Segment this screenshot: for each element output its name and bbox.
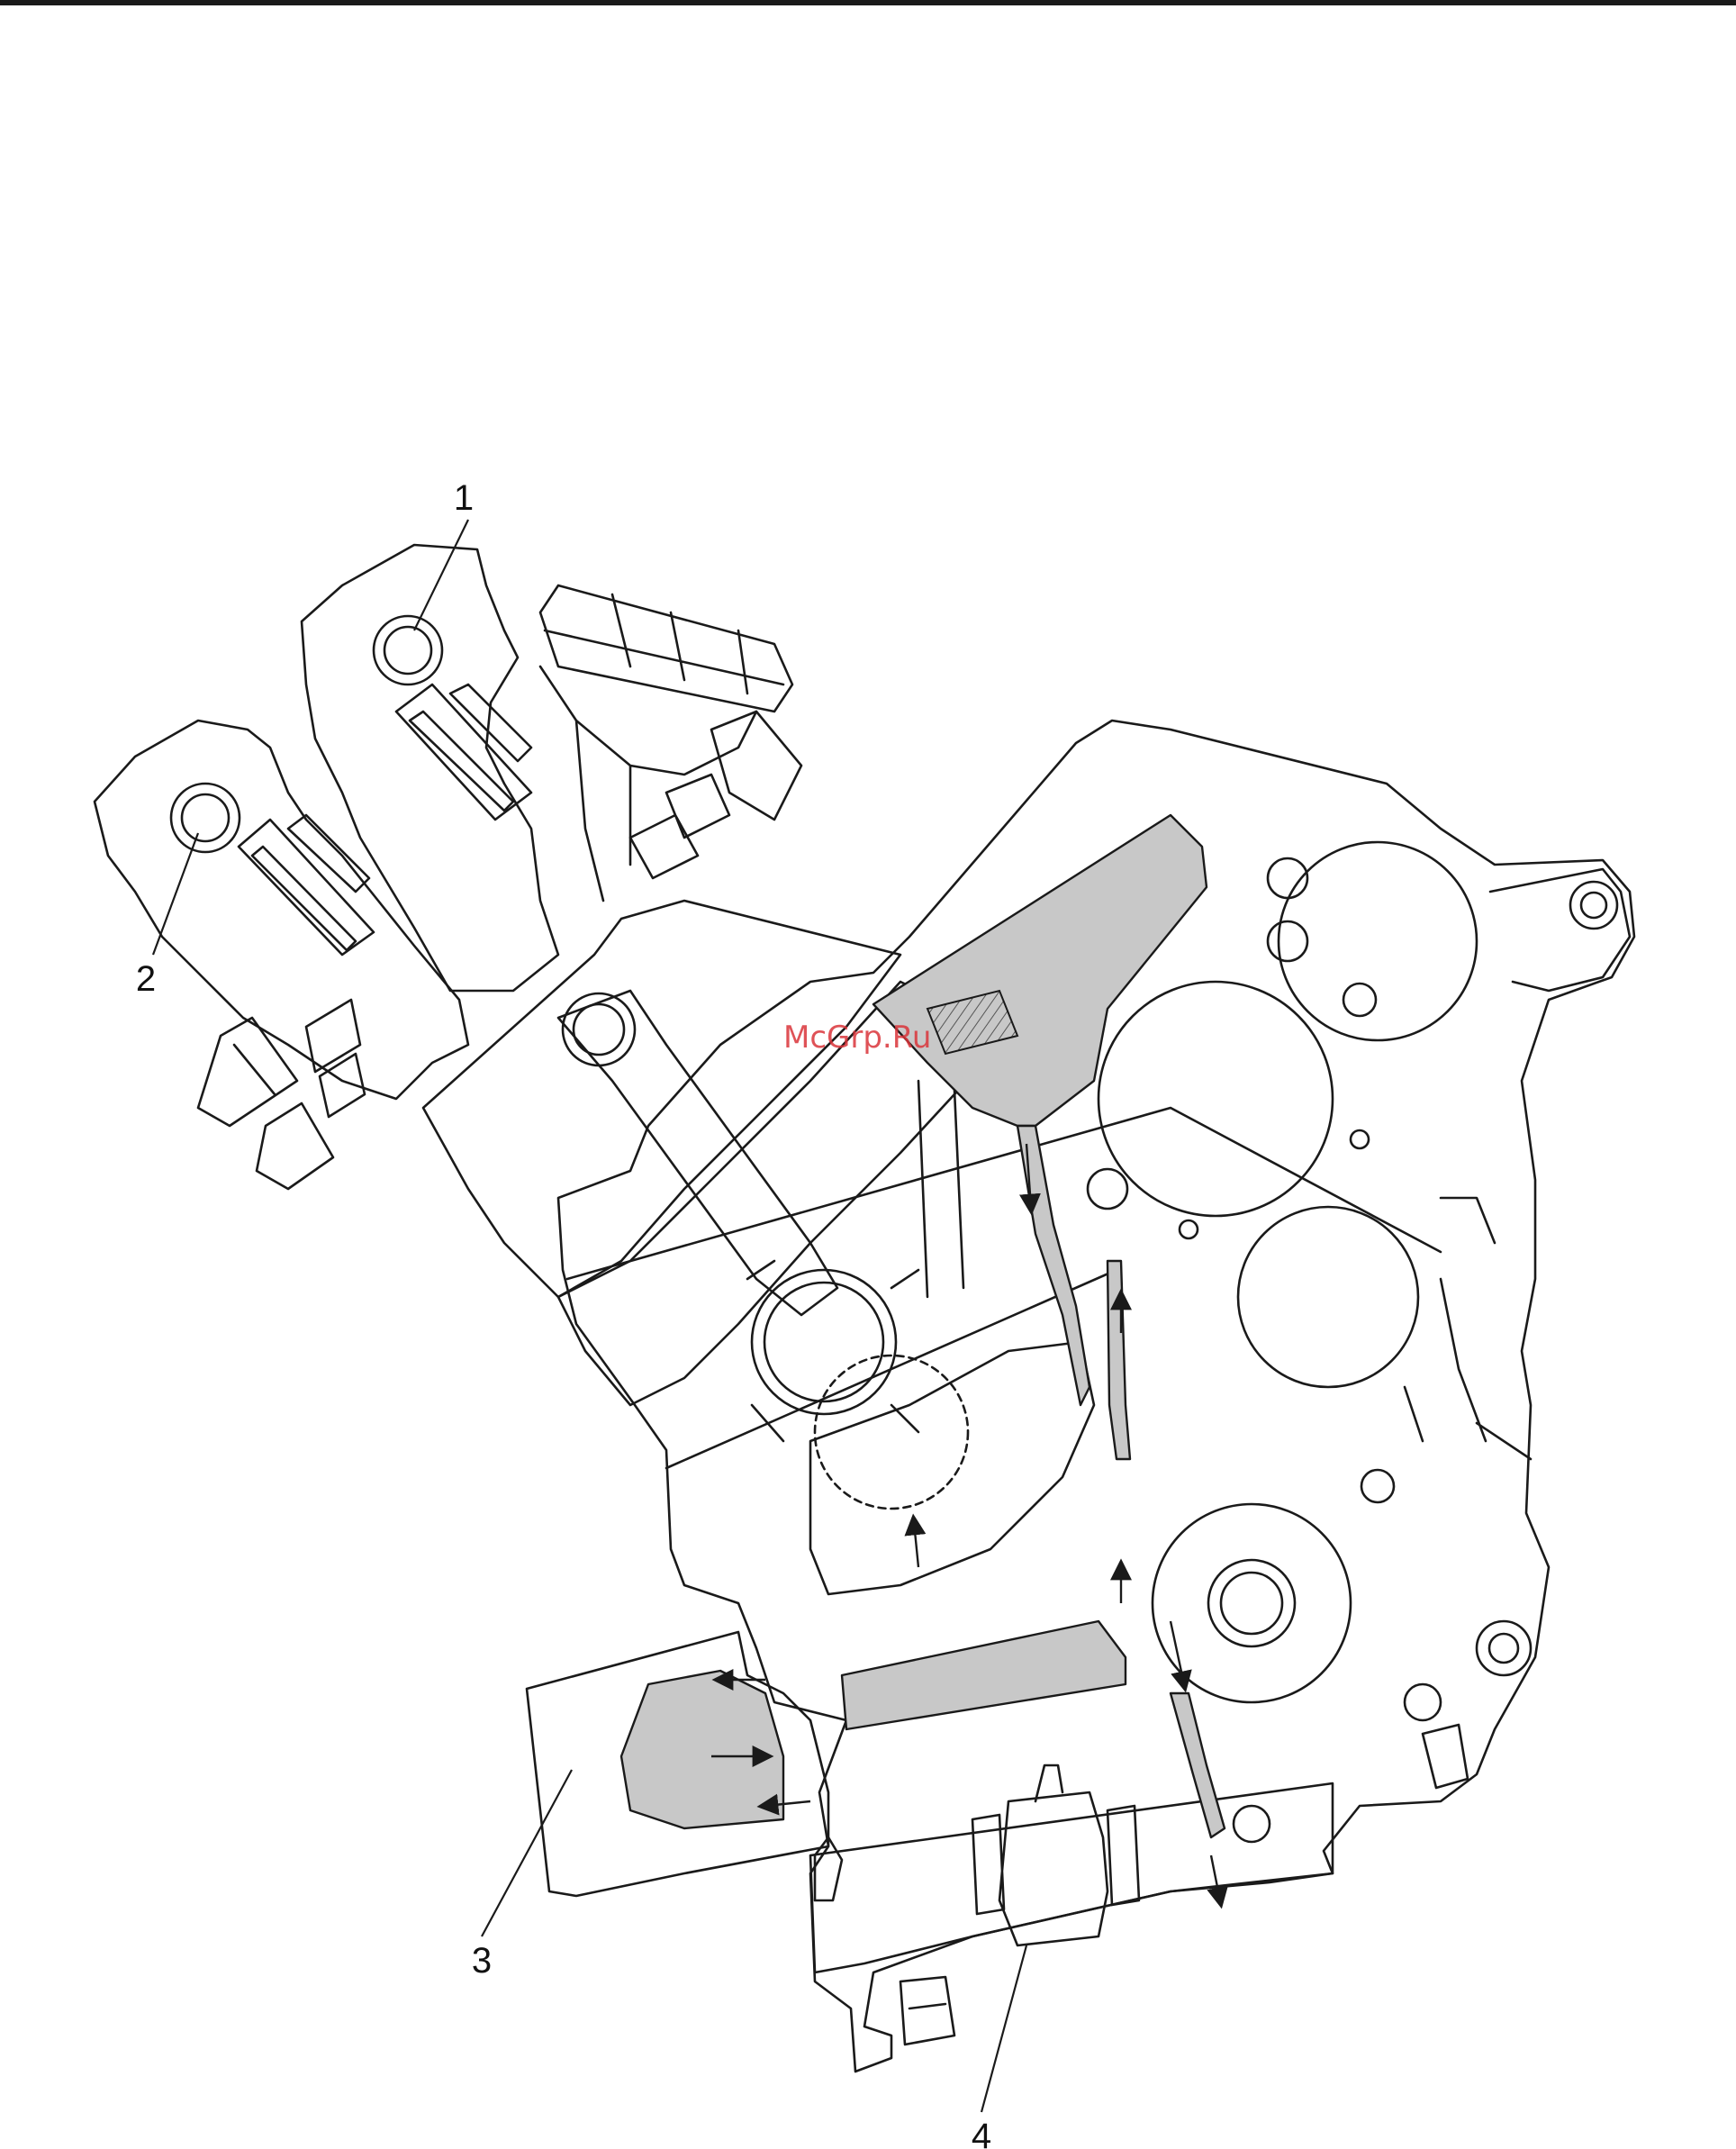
crankpin [752,1270,896,1414]
callout-4: 4 [972,2117,991,2149]
callout-1: 1 [454,478,474,518]
bore-large-upper [1099,982,1333,1216]
leader-line-4 [981,1945,1026,2112]
flow-arrow-up-crank [914,1522,918,1567]
bore-large-lower [1238,1207,1418,1387]
flow-arrow-return-2 [1211,1855,1220,1900]
intake-sensor [630,712,801,878]
drain-plug [900,1977,954,2045]
oil-filter-outlet [621,1671,783,1828]
valve-train-upper [396,685,531,820]
leader-line-3 [482,1770,572,1936]
throttle-body [540,585,792,712]
callout-3: 3 [472,1941,492,1981]
watermark: McGrp.Ru [783,1020,931,1056]
bore-small-2 [1268,921,1307,961]
spark-plug-1 [198,1018,297,1126]
valve-train-lower [239,815,374,955]
lower-boss [1477,1621,1531,1675]
head-bolts [306,1000,365,1117]
cylinder-head-lower [95,721,468,1099]
crank-counterweight [810,1342,1094,1594]
oil-return-right [1171,1693,1225,1837]
oil-gallery-main [842,1621,1126,1729]
cylinder-block-front [423,901,900,1297]
spark-plug-2 [257,1103,333,1189]
oil-passage-vertical-right [1108,1261,1130,1459]
callout-2: 2 [136,959,156,999]
leader-line-2 [153,833,198,955]
oil-pan [810,1783,1333,1972]
leader-line-1 [414,520,468,630]
flow-arrow-return-1 [1171,1621,1184,1684]
oil-passage-upper [873,815,1207,1126]
crankcase-parting-line [567,1108,1441,1468]
